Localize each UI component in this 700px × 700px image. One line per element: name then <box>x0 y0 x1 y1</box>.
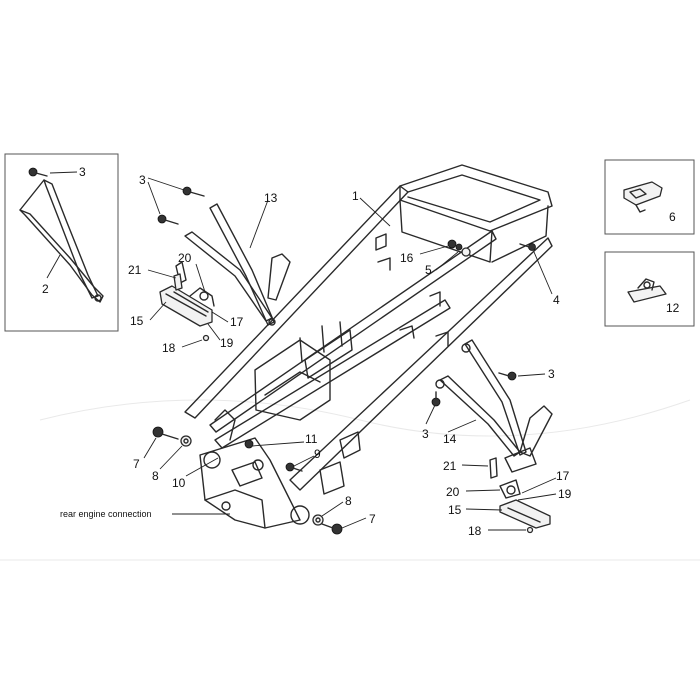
inset-panel-clip-nut-2: 12 <box>604 251 695 327</box>
background-lines <box>0 399 700 561</box>
callout-6: 6 <box>669 210 676 224</box>
bolt-icon-3-top-b <box>157 214 179 225</box>
bolt-icon-21-left <box>173 273 183 291</box>
left-footpeg-part-15 <box>159 261 215 342</box>
callout-5: 5 <box>425 263 432 277</box>
callout-7-left: 7 <box>133 457 140 471</box>
inset-panel-clip-nut: 6 <box>604 159 695 235</box>
callout-8-left: 8 <box>152 469 159 483</box>
bolt-icon-4 <box>519 243 536 251</box>
callout-3-inset: 3 <box>79 165 86 179</box>
callout-3-top: 3 <box>139 173 146 187</box>
clip-nut-icon-2 <box>627 278 667 303</box>
clip-nut-icon <box>623 181 663 213</box>
callout-2: 2 <box>42 282 49 296</box>
rear-engine-connection-note: rear engine connection <box>60 509 152 519</box>
callout-19-left: 19 <box>220 336 234 350</box>
callout-15-left: 15 <box>130 314 144 328</box>
leader-lines <box>143 177 557 531</box>
bolt-icon <box>28 167 48 177</box>
callout-16: 16 <box>400 251 414 265</box>
callout-17-left: 17 <box>230 315 244 329</box>
inset-panel-strut: 3 2 <box>4 153 119 332</box>
washer-icon-8-left <box>180 435 192 447</box>
callout-4: 4 <box>553 293 560 307</box>
callout-18-right: 18 <box>468 524 482 538</box>
callout-20-right: 20 <box>446 485 460 499</box>
callout-1: 1 <box>352 189 359 203</box>
bolt-icon-9 <box>285 462 303 472</box>
washer-icon-5 <box>455 243 471 257</box>
callout-9: 9 <box>314 447 321 461</box>
callout-21-left: 21 <box>128 263 142 277</box>
bolt-icon-3-top-a <box>182 186 205 197</box>
rear-frame-part-1 <box>184 164 553 495</box>
callout-7-right: 7 <box>369 512 376 526</box>
right-footpeg-part-15 <box>489 457 551 534</box>
callout-11: 11 <box>305 432 318 446</box>
callout-19-right: 19 <box>558 487 572 501</box>
callout-10: 10 <box>172 476 186 490</box>
callout-17-right: 17 <box>556 469 570 483</box>
callout-labels: 3 13 1 16 5 4 21 20 17 15 19 18 3 3 14 2… <box>60 173 572 538</box>
nut-icon-16 <box>447 239 457 249</box>
left-strut-part-13 <box>184 203 291 326</box>
callout-20-left: 20 <box>178 251 192 265</box>
bolt-icon-3-right <box>498 371 517 381</box>
callout-21-right: 21 <box>443 459 457 473</box>
bolt-icon-7-left <box>152 426 179 440</box>
bolt-icon-3-mid <box>431 391 441 407</box>
callout-3-right: 3 <box>548 367 555 381</box>
callout-8-right: 8 <box>345 494 352 508</box>
callout-13: 13 <box>264 191 278 205</box>
bolt-icon-7-right <box>321 523 343 535</box>
strut-part-2 <box>19 179 104 303</box>
callout-15-right: 15 <box>448 503 462 517</box>
callout-18-left: 18 <box>162 341 176 355</box>
bolt-icon-11 <box>244 439 254 449</box>
callout-14: 14 <box>443 432 457 446</box>
callout-3-mid: 3 <box>422 427 429 441</box>
right-strut-part-14 <box>435 339 553 473</box>
washer-icon-8-right <box>312 514 324 526</box>
callout-12: 12 <box>666 301 680 315</box>
